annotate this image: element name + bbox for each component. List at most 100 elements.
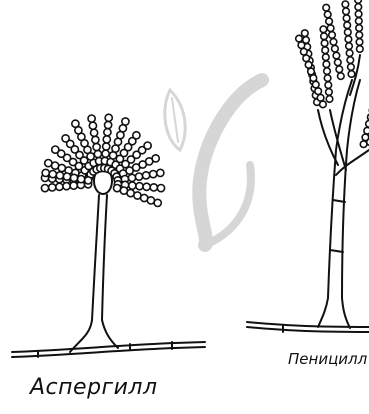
aspergillus-spore xyxy=(157,185,164,192)
penicillium-spore xyxy=(355,4,362,11)
aspergillus-spore xyxy=(72,120,79,127)
penicillium-spore xyxy=(356,18,363,25)
penicillium-spore xyxy=(322,47,329,54)
penicillium-spore xyxy=(362,134,369,141)
penicillium-spore xyxy=(342,1,349,8)
aspergillus-spore xyxy=(143,183,150,190)
penicillium-spore xyxy=(343,15,350,22)
penicillium-spore xyxy=(330,39,337,46)
penicillium-spore xyxy=(346,50,353,57)
penicillium-spore xyxy=(332,45,339,52)
penicillium-spore xyxy=(360,141,367,148)
penicillium-spore xyxy=(320,101,327,108)
penicillium-spore xyxy=(344,22,351,29)
penicillium-spore xyxy=(303,55,310,62)
aspergillus-spore xyxy=(103,136,110,143)
penicillium-spore xyxy=(336,66,343,73)
penicillium-spore xyxy=(298,42,305,49)
aspergillus-spore xyxy=(129,182,136,189)
penicillium-spore xyxy=(313,81,320,88)
aspergillus-spore xyxy=(105,114,112,121)
penicillium-conidiophore xyxy=(328,80,352,298)
penicillium-spore xyxy=(315,88,322,95)
penicillium-spore xyxy=(321,33,328,40)
caption-penicillium: Пеницилл xyxy=(288,350,367,368)
aspergillus-spore xyxy=(70,182,77,189)
aspergillus-spore xyxy=(49,171,56,178)
penicillium-spore xyxy=(364,127,369,134)
penicillium-spore xyxy=(345,36,352,43)
aspergillus-spore xyxy=(91,129,98,136)
aspergillus-spore xyxy=(143,172,150,179)
penicillium-spore xyxy=(324,75,331,82)
penicillium-spore xyxy=(347,57,354,64)
penicillium-spore xyxy=(305,62,312,69)
aspergillus-spore xyxy=(105,121,112,128)
penicillium-drawing xyxy=(247,0,369,332)
penicillium-spore xyxy=(356,25,363,32)
aspergillus-spore xyxy=(122,118,129,125)
penicillium-spore xyxy=(346,43,353,50)
penicillium-spore xyxy=(302,30,309,37)
penicillium-spore xyxy=(329,32,336,39)
aspergillus-spore xyxy=(104,129,111,136)
aspergillus-spore xyxy=(102,150,109,157)
penicillium-spore xyxy=(326,18,333,25)
aspergillus-drawing xyxy=(12,114,205,357)
penicillium-spore xyxy=(355,11,362,18)
penicillium-spore xyxy=(296,35,303,42)
aspergillus-spore xyxy=(63,183,70,190)
penicillium-spore xyxy=(356,32,363,39)
penicillium-spore xyxy=(335,59,342,66)
aspergillus-spore xyxy=(150,171,157,178)
penicillium-spore xyxy=(321,40,328,47)
penicillium-spore xyxy=(317,95,324,102)
penicillium-spore xyxy=(326,96,333,103)
penicillium-spore xyxy=(348,64,355,71)
penicillium-spore xyxy=(327,25,334,32)
aspergillus-spore xyxy=(136,183,143,190)
aspergillus-spore xyxy=(150,184,157,191)
aspergillus-spore xyxy=(88,115,95,122)
penicillium-spore xyxy=(301,48,308,55)
aspergillus-conidiophore xyxy=(92,195,99,320)
penicillium-spore xyxy=(325,82,332,89)
penicillium-spore xyxy=(326,89,333,96)
aspergillus-spore xyxy=(56,183,63,190)
aspergillus-spore xyxy=(94,150,101,157)
aspergillus-spore xyxy=(63,173,70,180)
penicillium-spore xyxy=(320,26,327,33)
aspergillus-spore xyxy=(49,184,56,191)
penicillium-spore xyxy=(333,52,340,59)
aspergillus-spore xyxy=(42,169,49,176)
aspergillus-spore xyxy=(152,155,159,162)
aspergillus-spore xyxy=(45,160,52,167)
penicillium-spore xyxy=(348,71,355,78)
aspergillus-spore xyxy=(78,176,85,183)
aspergillus-spore xyxy=(56,172,63,179)
penicillium-spore xyxy=(355,0,362,3)
aspergillus-spore xyxy=(92,136,99,143)
aspergillus-spore xyxy=(52,146,59,153)
aspergillus-spore xyxy=(144,142,151,149)
penicillium-spore xyxy=(345,29,352,36)
penicillium-spore xyxy=(308,68,315,75)
aspergillus-spore xyxy=(93,143,100,150)
penicillium-spore xyxy=(310,75,317,82)
penicillium-spore xyxy=(324,11,331,18)
penicillium-spore xyxy=(324,68,331,75)
penicillium-spore xyxy=(323,54,330,61)
penicillium-spore xyxy=(343,8,350,15)
aspergillus-mycelium xyxy=(12,347,205,357)
caption-aspergillus: Аспергилл xyxy=(30,375,158,400)
aspergillus-spore xyxy=(89,122,96,129)
penicillium-spore xyxy=(323,4,330,11)
aspergillus-spore xyxy=(85,177,92,184)
penicillium-spore xyxy=(356,39,363,46)
aspergillus-spore xyxy=(133,132,140,139)
aspergillus-spore xyxy=(41,185,48,192)
penicillium-spore xyxy=(357,46,364,53)
aspergillus-spore xyxy=(135,173,142,180)
leaf-watermark-icon xyxy=(165,80,262,245)
penicillium-spore xyxy=(323,61,330,68)
